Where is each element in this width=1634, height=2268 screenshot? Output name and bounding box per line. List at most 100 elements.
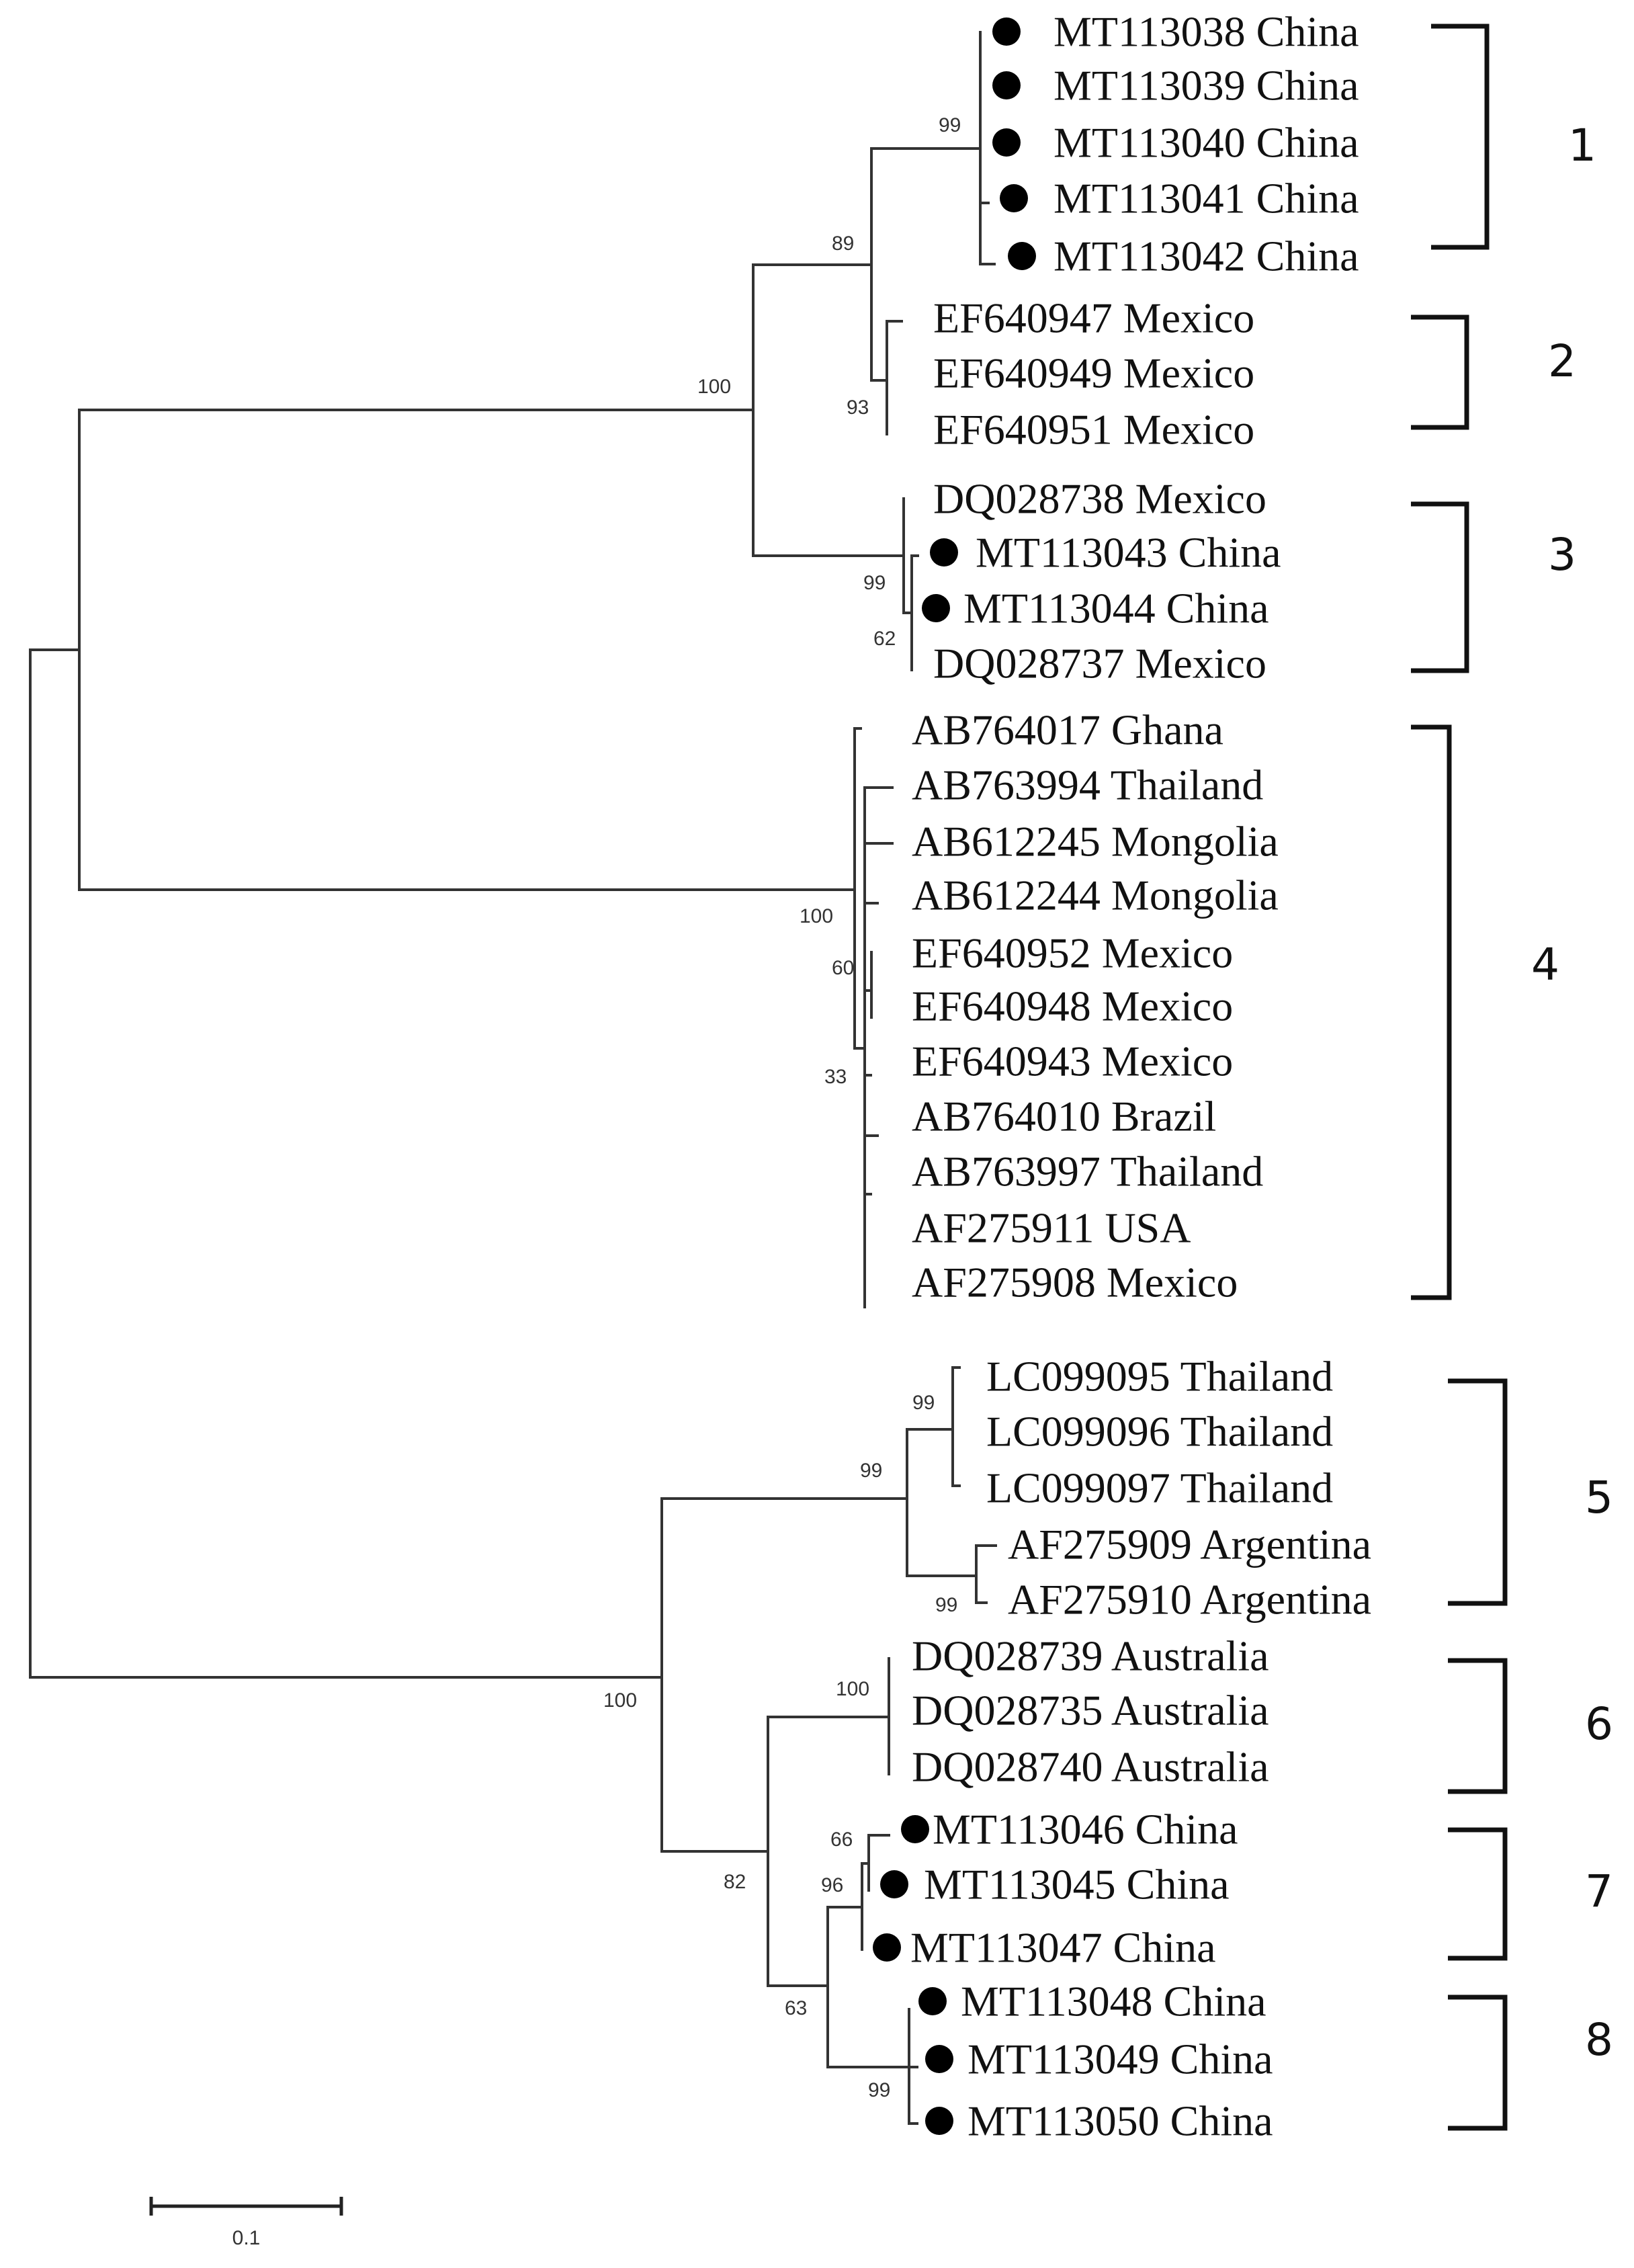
tip-AB763994: AB763994 Thailand <box>912 761 1263 809</box>
tip-label: MT113043 China <box>976 529 1281 577</box>
clade-1: 1 <box>1431 24 1596 250</box>
tip-label: MT113040 China <box>1054 119 1359 167</box>
tip-MT113047: MT113047 China <box>873 1924 1216 1972</box>
tip-label: MT113038 China <box>1054 8 1359 56</box>
tip-label: AB612244 Mongolia <box>912 872 1279 919</box>
tip-AB763997: AB763997 Thailand <box>912 1148 1263 1195</box>
clade-bracket <box>1448 1827 1508 1961</box>
tip-EF640952: EF640952 Mexico <box>912 929 1233 977</box>
tip-label: AB763994 Thailand <box>912 761 1263 809</box>
tip-MT113041: MT113041 China <box>1000 175 1359 222</box>
bootstrap-value: 66 <box>830 1829 853 1851</box>
china-isolate-dot-icon <box>922 594 950 622</box>
clade-bracket <box>1411 314 1469 430</box>
tip-MT113046: MT113046 China <box>901 1806 1238 1853</box>
clade-bracket <box>1431 24 1490 250</box>
clade-number: 3 <box>1548 529 1576 581</box>
china-isolate-dot-icon <box>901 1815 929 1843</box>
tip-label: MT113047 China <box>910 1924 1216 1972</box>
clade-5: 5 <box>1448 1378 1613 1606</box>
tip-MT113042: MT113042 China <box>1008 233 1359 280</box>
bootstrap-value: 99 <box>912 1392 935 1414</box>
bootstrap-value: 100 <box>836 1678 869 1700</box>
tip-label: MT113049 China <box>968 2035 1273 2083</box>
clade-number: 2 <box>1548 335 1576 387</box>
tip-label: MT113039 China <box>1054 62 1359 110</box>
tip-label: DQ028738 Mexico <box>933 475 1266 523</box>
bootstrap-value: 63 <box>785 1997 807 2019</box>
scale-bar-label: 0.1 <box>232 2227 261 2249</box>
bootstrap-value: 96 <box>821 1874 843 1896</box>
china-isolate-dot-icon <box>992 128 1021 157</box>
tip-MT113045: MT113045 China <box>880 1861 1230 1908</box>
tip-label: AF275909 Argentina <box>1008 1521 1371 1568</box>
tip-LC099095: LC099095 Thailand <box>986 1353 1333 1400</box>
tip-label: MT113045 China <box>924 1861 1230 1908</box>
tip-label: AF275908 Mexico <box>912 1259 1238 1306</box>
tip-AB764017: AB764017 Ghana <box>912 706 1223 754</box>
china-isolate-dot-icon <box>880 1870 908 1898</box>
tip-label: EF640943 Mexico <box>912 1038 1233 1085</box>
clade-bracket <box>1411 501 1469 673</box>
tip-label: MT113048 China <box>961 1978 1266 2025</box>
tip-DQ028740: DQ028740 Australia <box>912 1743 1269 1791</box>
clade-3: 3 <box>1411 501 1576 673</box>
china-isolate-dot-icon <box>1000 184 1028 212</box>
clade-8: 8 <box>1448 1994 1613 2131</box>
clade-bracket <box>1448 1378 1508 1606</box>
tip-DQ028737: DQ028737 Mexico <box>933 640 1266 687</box>
tip-label: DQ028740 Australia <box>912 1743 1269 1791</box>
china-isolate-dot-icon <box>992 17 1021 46</box>
china-isolate-dot-icon <box>930 538 958 566</box>
tip-DQ028739: DQ028739 Australia <box>912 1632 1269 1680</box>
clade-2: 2 <box>1411 314 1576 430</box>
bootstrap-values: 1008999939962100603399999910010082669663… <box>603 114 961 2101</box>
bootstrap-value: 99 <box>863 572 886 594</box>
tip-label: EF640949 Mexico <box>933 349 1254 397</box>
bootstrap-value: 99 <box>935 1594 957 1616</box>
clade-number: 4 <box>1531 939 1559 991</box>
bootstrap-value: 99 <box>868 2079 890 2101</box>
china-isolate-dot-icon <box>873 1933 901 1962</box>
tip-EF640947: EF640947 Mexico <box>933 294 1254 342</box>
tip-AF275908: AF275908 Mexico <box>912 1259 1238 1306</box>
tip-AF275910: AF275910 Argentina <box>1008 1576 1371 1624</box>
bootstrap-value: 99 <box>860 1460 882 1482</box>
clade-bracket <box>1448 1658 1508 1794</box>
clade-7: 7 <box>1448 1827 1613 1961</box>
tip-label: MT113050 China <box>968 2097 1273 2145</box>
tip-label: LC099096 Thailand <box>986 1408 1333 1456</box>
tip-label: EF640947 Mexico <box>933 294 1254 342</box>
tip-MT113038: MT113038 China <box>992 8 1359 56</box>
bootstrap-value: 33 <box>824 1066 847 1088</box>
tip-MT113040: MT113040 China <box>992 119 1359 167</box>
tip-MT113048: MT113048 China <box>918 1978 1266 2025</box>
tip-MT113044: MT113044 China <box>922 585 1269 632</box>
bootstrap-value: 62 <box>873 628 896 650</box>
china-isolate-dot-icon <box>918 1987 947 2015</box>
tree-branches <box>29 31 997 2125</box>
tip-MT113039: MT113039 China <box>992 62 1359 110</box>
tip-label: DQ028739 Australia <box>912 1632 1269 1680</box>
tip-AB764010: AB764010 Brazil <box>912 1093 1216 1140</box>
bootstrap-value: 100 <box>697 376 731 398</box>
tip-LC099097: LC099097 Thailand <box>986 1464 1333 1512</box>
tip-LC099096: LC099096 Thailand <box>986 1408 1333 1456</box>
bootstrap-value: 60 <box>832 957 854 979</box>
clade-number: 5 <box>1585 1472 1613 1523</box>
tip-MT113043: MT113043 China <box>930 529 1281 577</box>
tip-AF275909: AF275909 Argentina <box>1008 1521 1371 1568</box>
tip-label: EF640948 Mexico <box>912 982 1233 1030</box>
clade-number: 8 <box>1585 2014 1613 2066</box>
bootstrap-value: 89 <box>832 233 854 255</box>
tip-label: AB764017 Ghana <box>912 706 1223 754</box>
china-isolate-dot-icon <box>992 71 1021 99</box>
clade-bracket <box>1448 1994 1508 2131</box>
tip-EF640943: EF640943 Mexico <box>912 1038 1233 1085</box>
tip-label: EF640951 Mexico <box>933 406 1254 454</box>
tip-label: AB764010 Brazil <box>912 1093 1216 1140</box>
clade-4: 4 <box>1411 724 1559 1300</box>
